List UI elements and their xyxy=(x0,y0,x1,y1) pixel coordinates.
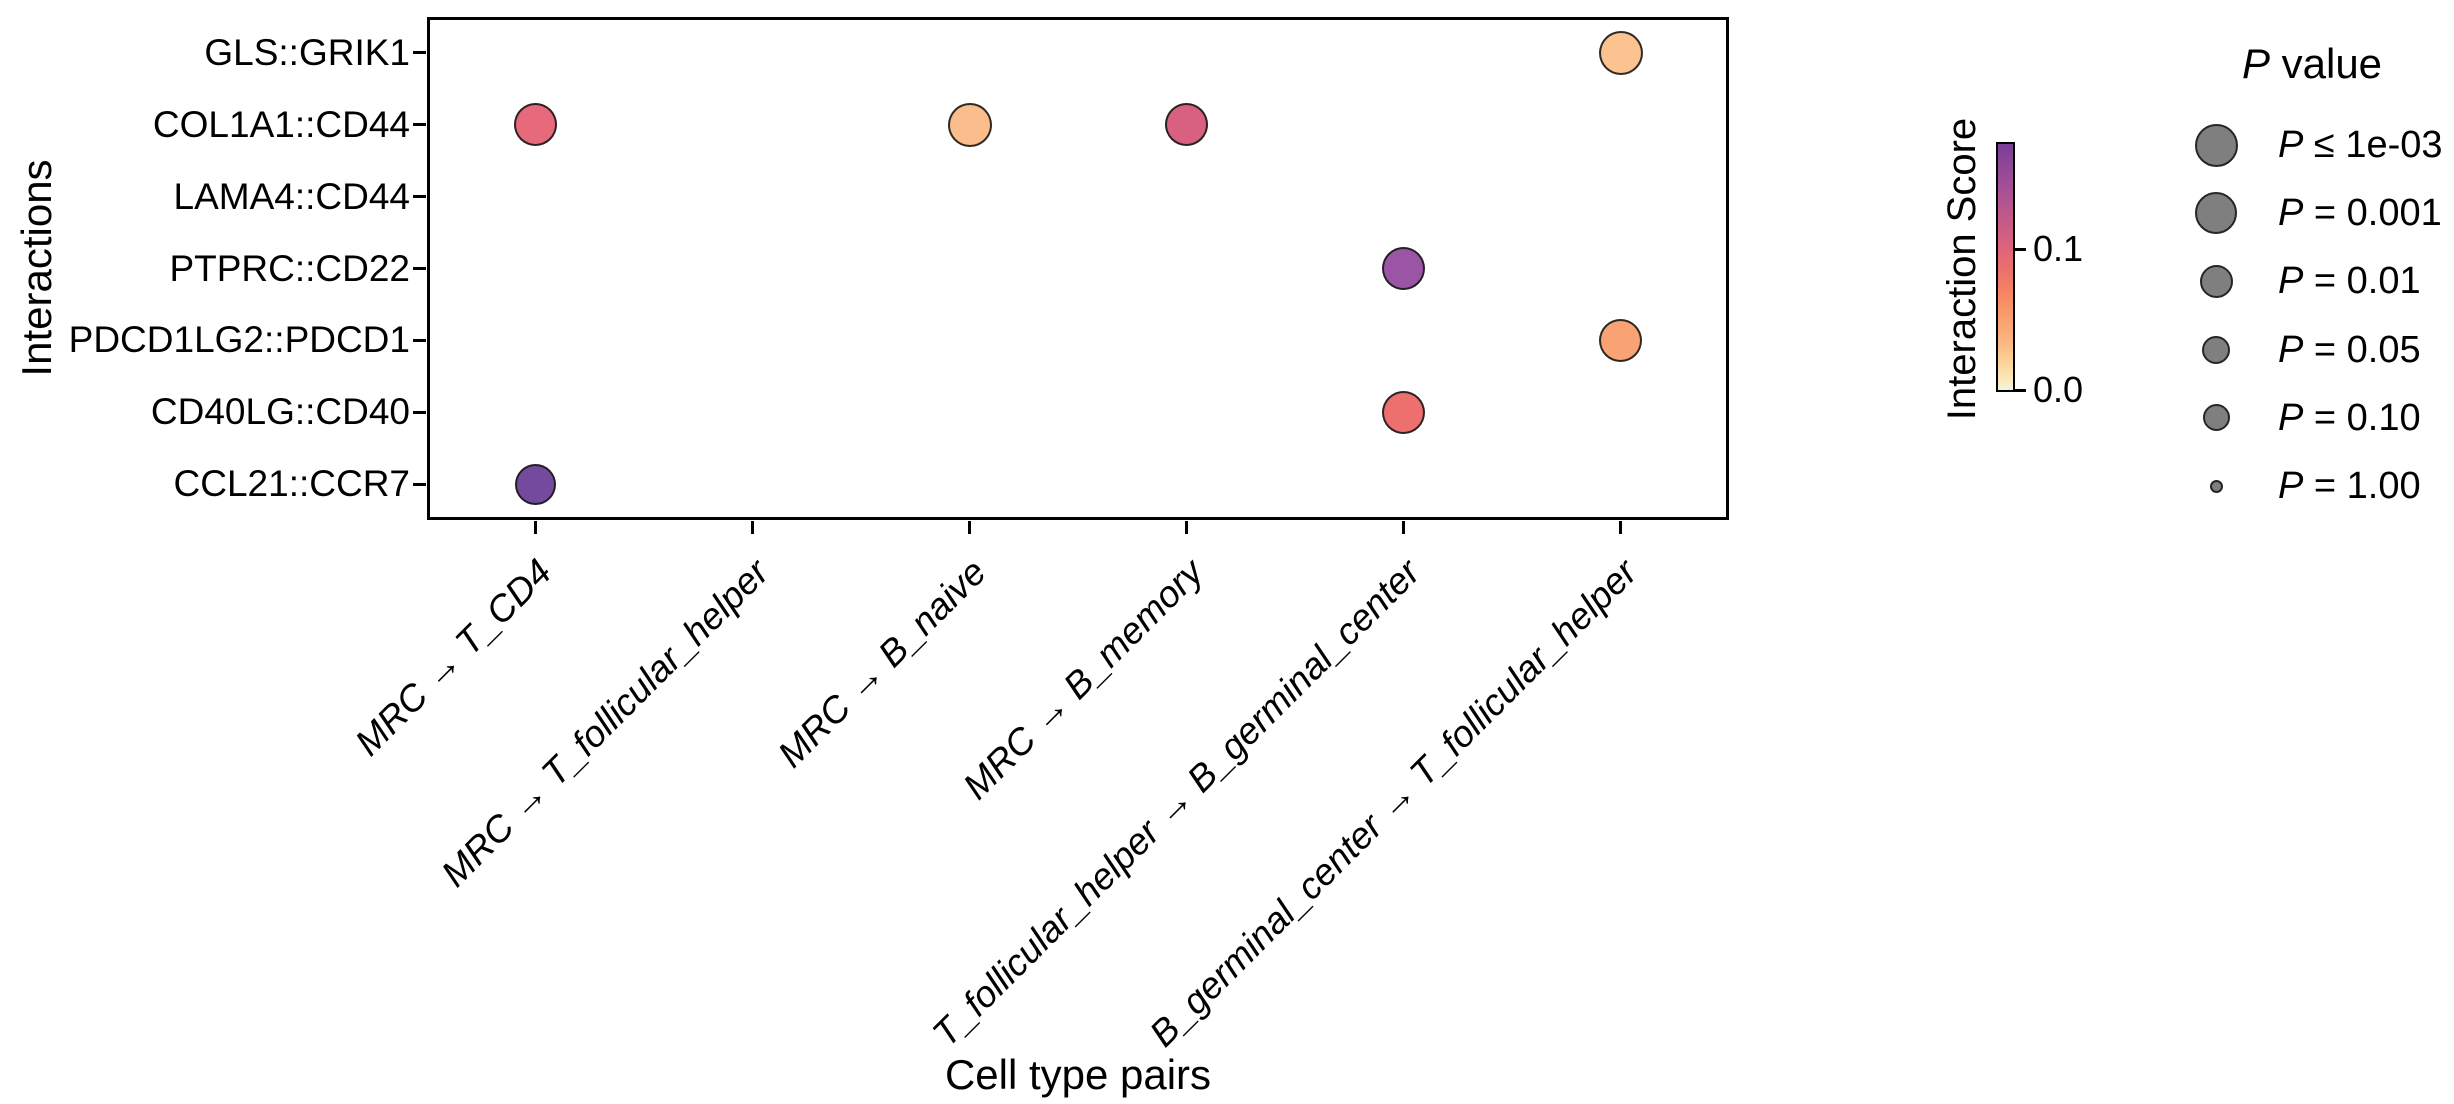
y-tick-label: CD40LG::CD40 xyxy=(150,391,410,433)
x-tick xyxy=(534,521,537,534)
pvalue-condition: = 0.01 xyxy=(2303,260,2421,303)
pvalue-legend-circle xyxy=(2195,192,2237,235)
pvalue-legend-label: P = 0.05 xyxy=(2278,330,2421,370)
pvalue-symbol: P xyxy=(2278,124,2304,166)
pvalue-legend-label: P = 1.00 xyxy=(2278,466,2421,506)
pvalue-legend-circle xyxy=(2202,335,2230,364)
y-tick-label: COL1A1::CD44 xyxy=(152,103,410,145)
data-point-cd40lg-cd40 xyxy=(1382,390,1425,434)
pvalue-legend-label: P = 0.10 xyxy=(2278,398,2421,438)
data-point-ptprc-cd22 xyxy=(1382,247,1425,290)
pvalue-symbol: P xyxy=(2278,260,2304,303)
y-tick-label: PTPRC::CD22 xyxy=(169,247,410,289)
y-tick xyxy=(413,482,426,486)
x-axis-title: Cell type pairs xyxy=(944,1051,1212,1098)
x-tick-label: B_germinal_center → T_follicular_helper xyxy=(1141,551,1645,1055)
colorbar-tick xyxy=(2014,247,2026,251)
data-point-ccl21-ccr7 xyxy=(515,463,556,505)
x-tick-label: T_follicular_helper → B_germinal_center xyxy=(924,551,1428,1055)
pvalue-symbol: P xyxy=(2278,328,2304,371)
pvalue-legend-label: P ≤ 1e-03 xyxy=(2278,125,2443,165)
colorbar-tick-label: 0.0 xyxy=(2033,369,2084,410)
y-tick xyxy=(413,267,426,270)
x-tick xyxy=(968,521,971,534)
pvalue-condition: = 1.00 xyxy=(2303,465,2421,507)
pvalue-symbol: P xyxy=(2278,465,2304,507)
y-tick xyxy=(413,410,426,414)
colorbar-tick xyxy=(2014,388,2026,392)
data-point-col1a1-cd44 xyxy=(514,103,557,147)
y-tick xyxy=(413,51,426,55)
pvalue-condition: = 0.05 xyxy=(2303,328,2421,371)
data-point-pdcd1lg2-pdcd1 xyxy=(1599,318,1642,362)
pvalue-condition: = 0.10 xyxy=(2303,396,2421,439)
y-tick xyxy=(413,195,426,199)
colorbar-title: Interaction Score xyxy=(1940,117,1984,421)
x-tick-label: MRC → T_CD4 xyxy=(347,551,560,764)
pvalue-legend-circle xyxy=(2199,264,2233,298)
pvalue-legend-title: P value xyxy=(2162,40,2454,88)
y-tick-label: PDCD1LG2::PDCD1 xyxy=(68,319,410,361)
y-tick-label: CCL21::CCR7 xyxy=(173,463,410,505)
y-tick-label: LAMA4::CD44 xyxy=(173,175,411,217)
x-tick xyxy=(1619,521,1622,534)
data-point-col1a1-cd44 xyxy=(947,102,992,147)
data-point-col1a1-cd44 xyxy=(1165,103,1208,147)
y-tick xyxy=(413,123,426,127)
pvalue-legend-label: P = 0.01 xyxy=(2278,261,2421,301)
x-tick xyxy=(1402,521,1405,534)
y-tick-label: GLS::GRIK1 xyxy=(204,31,410,73)
data-point-gls-grik1 xyxy=(1598,30,1643,75)
pvalue-legend-circle xyxy=(2209,479,2223,493)
pvalue-symbol: P xyxy=(2278,192,2304,235)
x-tick xyxy=(1185,521,1188,534)
x-tick-label: MRC → B_naive xyxy=(769,551,994,776)
colorbar xyxy=(1996,142,2015,392)
pvalue-legend-circle xyxy=(2202,404,2230,432)
pvalue-legend-label: P = 0.001 xyxy=(2278,193,2442,233)
pvalue-legend-circle xyxy=(2194,123,2238,167)
pvalue-symbol: P xyxy=(2278,396,2304,439)
pvalue-legend-title-rest: value xyxy=(2269,40,2383,87)
x-tick xyxy=(751,521,754,534)
pvalue-condition: ≤ 1e-03 xyxy=(2303,124,2443,166)
pvalue-legend-title-p: P xyxy=(2241,40,2270,87)
plot-area xyxy=(427,17,1729,520)
x-tick-label: MRC → B_memory xyxy=(955,551,1211,808)
y-tick xyxy=(413,338,426,342)
colorbar-tick-label: 0.1 xyxy=(2033,228,2084,269)
pvalue-condition: = 0.001 xyxy=(2303,192,2442,235)
